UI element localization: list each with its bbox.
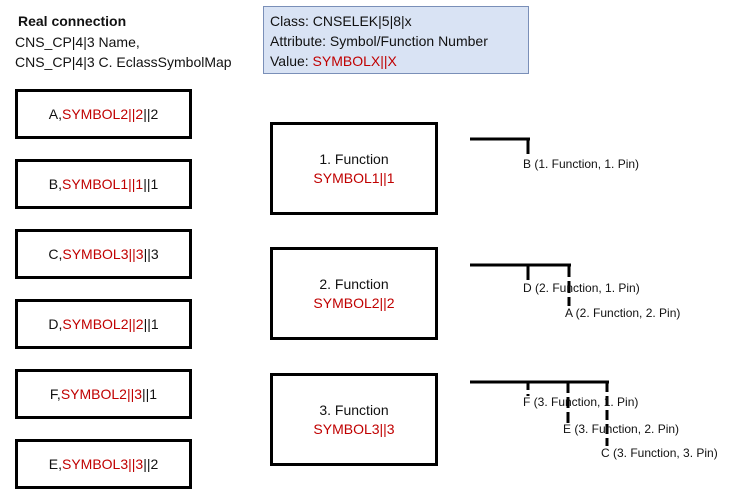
function-box-3: 3. Function SYMBOL3||3 [270, 373, 438, 466]
connection-prefix: A, [48, 106, 62, 122]
header-title: Real connection [18, 13, 127, 29]
connection-suffix: ||3 [143, 246, 159, 262]
pin-label-e: E (3. Function, 2. Pin) [563, 422, 680, 436]
connection-symbol: SYMBOL3||3 [61, 456, 144, 472]
function-title: 3. Function [319, 401, 389, 418]
header-line-1: CNS_CP|4|3 Name, [15, 34, 140, 50]
connection-suffix: ||1 [143, 316, 159, 332]
function-symbol: SYMBOL3||3 [313, 420, 395, 437]
connection-prefix: D, [48, 316, 63, 332]
value-symbol: SYMBOLX||X [312, 53, 397, 69]
pin-label-b: B (1. Function, 1. Pin) [523, 157, 640, 171]
connection-suffix: ||1 [143, 176, 159, 192]
pin-label-a: A (2. Function, 2. Pin) [565, 306, 681, 320]
connection-suffix: ||2 [143, 106, 159, 122]
connection-symbol: SYMBOL1||1 [61, 176, 144, 192]
pin-label-d: D (2. Function, 1. Pin) [523, 281, 640, 295]
pin-label-f: F (3. Function, 1. Pin) [523, 395, 639, 409]
attribute-info-box: Class: CNSELEK|5|8|x Attribute: Symbol/F… [263, 6, 529, 74]
function-title: 2. Function [319, 275, 389, 292]
connection-prefix: B, [48, 176, 62, 192]
pin-label-c: C (3. Function, 3. Pin) [601, 446, 718, 460]
connection-symbol: SYMBOL2||2 [62, 316, 144, 332]
value-prefix: Value: [270, 53, 313, 69]
function-box-2: 2. Function SYMBOL2||2 [270, 247, 438, 340]
connection-symbol: SYMBOL2||2 [61, 106, 144, 122]
function-symbol: SYMBOL1||1 [313, 169, 395, 186]
function-title: 1. Function [319, 150, 389, 167]
connection-prefix: C, [48, 246, 63, 262]
connection-suffix: ||2 [143, 456, 159, 472]
connection-box-b: B, SYMBOL1||1||1 [15, 159, 192, 209]
connection-symbol: SYMBOL3||3 [62, 246, 144, 262]
connection-prefix: F, [49, 386, 61, 402]
connection-box-d: D, SYMBOL2||2||1 [15, 299, 192, 349]
attribute-label: Attribute: Symbol/Function Number [270, 33, 488, 49]
function-symbol: SYMBOL2||2 [313, 294, 395, 311]
connection-prefix: E, [48, 456, 62, 472]
class-label: Class: CNSELEK|5|8|x [270, 13, 412, 29]
connection-box-c: C, SYMBOL3||3||3 [15, 229, 192, 279]
header-line-2: CNS_CP|4|3 C. EclassSymbolMap [15, 54, 232, 70]
function-box-1: 1. Function SYMBOL1||1 [270, 122, 438, 215]
connection-box-f: F, SYMBOL2||3||1 [15, 369, 192, 419]
value-label: Value: SYMBOLX||X [270, 51, 522, 71]
connection-box-e: E, SYMBOL3||3||2 [15, 439, 192, 489]
connection-box-a: A, SYMBOL2||2||2 [15, 89, 192, 139]
connection-suffix: ||1 [142, 386, 158, 402]
connection-symbol: SYMBOL2||3 [60, 386, 143, 402]
